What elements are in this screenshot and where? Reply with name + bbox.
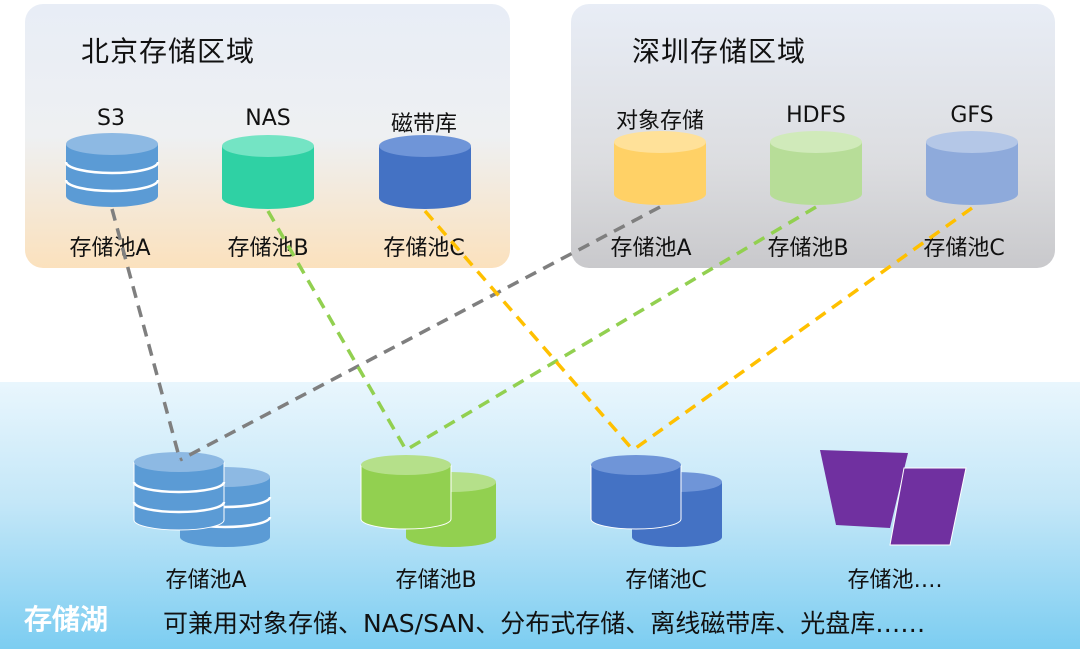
lake-pool-b-name: 存储池B [395, 568, 477, 593]
lake-pool-c-database-icon [590, 455, 722, 547]
storage-lake-description: 可兼用对象存储、NAS/SAN、分布式存储、离线磁带库、光盘库…… [163, 609, 926, 638]
lake-pool-b-database-icon [360, 455, 496, 547]
sz-pool-c-name: 存储池C [923, 236, 1005, 261]
connector-sz-c-to-lake-c [631, 206, 974, 452]
lake-pool-c-name: 存储池C [625, 568, 707, 593]
lake-pool-a-database-icon [132, 452, 272, 547]
sz-pool-b-type: HDFS [786, 103, 846, 128]
lake-pool-a-name: 存储池A [165, 568, 247, 593]
beijing-region-title: 北京存储区域 [81, 35, 256, 68]
sz-hdfs-database-icon [770, 131, 862, 205]
lake-pool-more-name: 存储池…. [847, 568, 943, 593]
connector-bj-c-to-lake-c [423, 209, 635, 452]
connector-sz-a-to-lake-a [179, 205, 661, 462]
connector-sz-b-to-lake-b [405, 205, 817, 452]
shenzhen-region-title: 深圳存储区域 [632, 35, 807, 68]
sz-pool-a-name: 存储池A [610, 236, 692, 261]
sz-pool-a-type: 对象存储 [615, 109, 705, 134]
bj-pool-a-type: S3 [97, 106, 125, 131]
sz-pool-b-name: 存储池B [767, 236, 849, 261]
bj-nas-database-icon [222, 135, 314, 209]
connector-bj-b-to-lake-b [266, 210, 408, 451]
sz-gfs-database-icon [926, 131, 1018, 205]
bj-pool-a-name: 存储池A [69, 236, 151, 261]
lake-pool-more-disc-icon [820, 450, 967, 546]
bj-s3-database-icon [64, 133, 160, 207]
sz-pool-c-type: GFS [950, 103, 994, 128]
bj-pool-b-type: NAS [245, 106, 291, 131]
bj-pool-c-type: 磁带库 [390, 112, 458, 137]
connector-lines [110, 205, 974, 462]
storage-lake-title: 存储湖 [24, 603, 109, 636]
connector-bj-a-to-lake-a [110, 208, 182, 461]
bj-pool-c-name: 存储池C [383, 236, 465, 261]
sz-object-database-icon [614, 131, 706, 205]
bj-pool-b-name: 存储池B [227, 236, 309, 261]
bj-tape-database-icon [379, 135, 471, 209]
